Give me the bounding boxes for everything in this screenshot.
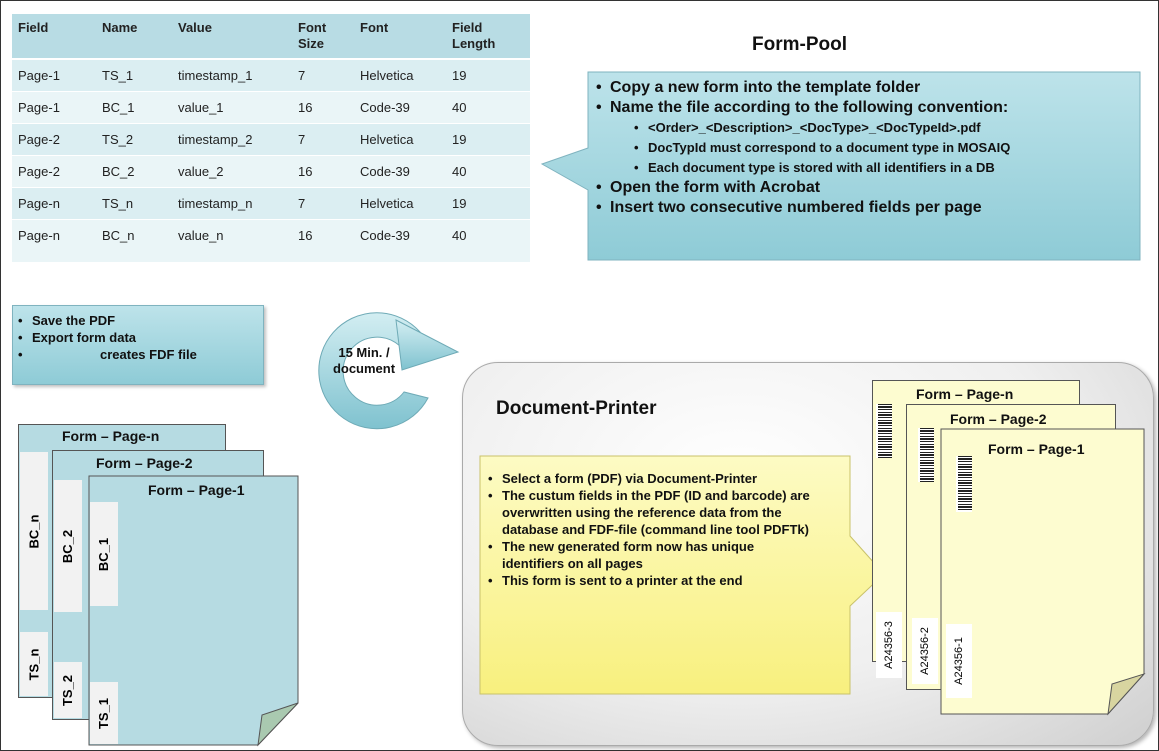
- table-cell: Page-1: [12, 59, 96, 92]
- table-cell: 16: [292, 155, 354, 188]
- left-ts-label: TS_2: [54, 662, 82, 718]
- form-pool-subitem: Each document type is stored with all id…: [592, 158, 1152, 178]
- right-page-title: Form – Page-n: [916, 386, 1014, 402]
- save-subitem: creates FDF file: [14, 346, 260, 363]
- right-page-1: [940, 428, 1146, 716]
- barcode-icon: [918, 428, 934, 482]
- table-cell: TS_2: [96, 123, 172, 156]
- right-id-label: A24356-2: [912, 618, 938, 684]
- form-pool-item: Insert two consecutive numbered fields p…: [592, 198, 1152, 218]
- printer-item: Select a form (PDF) via Document-Printer: [484, 470, 814, 487]
- left-page-title: Form – Page-2: [96, 455, 193, 471]
- table-header: Name: [96, 14, 172, 60]
- table-cell: 7: [292, 59, 354, 92]
- table-cell: 19: [446, 123, 530, 156]
- table-header: Font: [354, 14, 446, 60]
- left-bc-label: BC_n: [20, 452, 48, 610]
- table-cell: 16: [292, 91, 354, 124]
- table-cell: 7: [292, 123, 354, 156]
- table-header: Value: [172, 14, 292, 60]
- barcode-icon: [956, 456, 972, 512]
- document-printer-list: Select a form (PDF) via Document-Printer…: [484, 470, 814, 589]
- form-pool-subitem: <Order>_<Description>_<DocType>_<DocType…: [592, 118, 1152, 138]
- form-pool-item: Copy a new form into the template folder: [592, 78, 1152, 98]
- table-cell: BC_2: [96, 155, 172, 188]
- printer-item: The custum fields in the PDF (ID and bar…: [484, 487, 814, 538]
- save-item: Save the PDF: [14, 312, 260, 329]
- cycle-label: 15 Min. / document: [332, 345, 396, 376]
- table-cell: Code-39: [354, 91, 446, 124]
- field-table: Field Name Value Font Size Font Field Le…: [12, 14, 530, 252]
- table-cell: timestamp_n: [172, 187, 292, 220]
- table-header: Field Length: [446, 14, 530, 60]
- left-ts-label: TS_n: [20, 632, 48, 696]
- printer-item: The new generated form now has unique id…: [484, 538, 814, 572]
- table-cell: TS_n: [96, 187, 172, 220]
- table-cell: Helvetica: [354, 187, 446, 220]
- right-id-label: A24356-1: [946, 624, 972, 698]
- right-page-title: Form – Page-2: [950, 411, 1047, 427]
- form-pool-list: Copy a new form into the template folder…: [592, 78, 1152, 218]
- table-cell: value_1: [172, 91, 292, 124]
- table-cell: timestamp_1: [172, 59, 292, 92]
- form-pool-title: Form-Pool: [752, 34, 847, 55]
- table-cell: BC_1: [96, 91, 172, 124]
- table-cell: Code-39: [354, 155, 446, 188]
- table-header-row: Field Name Value Font Size Font Field Le…: [12, 14, 530, 60]
- table-cell: Page-2: [12, 155, 96, 188]
- form-pool-subitem: DocTypId must correspond to a document t…: [592, 138, 1152, 158]
- table-cell: 40: [446, 91, 530, 124]
- table-cell: 19: [446, 187, 530, 220]
- barcode-icon: [876, 404, 892, 458]
- table-cell: 7: [292, 187, 354, 220]
- save-item: Export form data: [14, 329, 260, 346]
- printer-item: This form is sent to a printer at the en…: [484, 572, 814, 589]
- table-header: Field: [12, 14, 96, 60]
- document-printer-title: Document-Printer: [496, 398, 657, 419]
- form-pool-item: Open the form with Acrobat: [592, 178, 1152, 198]
- table-header: Font Size: [292, 14, 354, 60]
- table-cell: 19: [446, 59, 530, 92]
- table-cell: timestamp_2: [172, 123, 292, 156]
- cycle-arrow-icon: [318, 312, 460, 430]
- table-bottom-padding: [12, 244, 530, 262]
- left-page-title: Form – Page-1: [148, 482, 245, 498]
- table-cell: 40: [446, 155, 530, 188]
- table-cell: TS_1: [96, 59, 172, 92]
- table-cell: Helvetica: [354, 59, 446, 92]
- right-page-title: Form – Page-1: [988, 441, 1085, 457]
- table-cell: Page-1: [12, 91, 96, 124]
- save-export-list: Save the PDF Export form data creates FD…: [14, 312, 260, 363]
- form-pool-item: Name the file according to the following…: [592, 98, 1152, 118]
- table-cell: Page-n: [12, 187, 96, 220]
- table-cell: Page-2: [12, 123, 96, 156]
- left-ts-label: TS_1: [90, 682, 118, 744]
- table-cell: value_2: [172, 155, 292, 188]
- left-page-title: Form – Page-n: [62, 428, 160, 444]
- right-id-label: A24356-3: [876, 612, 902, 678]
- left-bc-label: BC_2: [54, 480, 82, 612]
- table-cell: Helvetica: [354, 123, 446, 156]
- left-bc-label: BC_1: [90, 502, 118, 606]
- left-page-1: [88, 475, 299, 747]
